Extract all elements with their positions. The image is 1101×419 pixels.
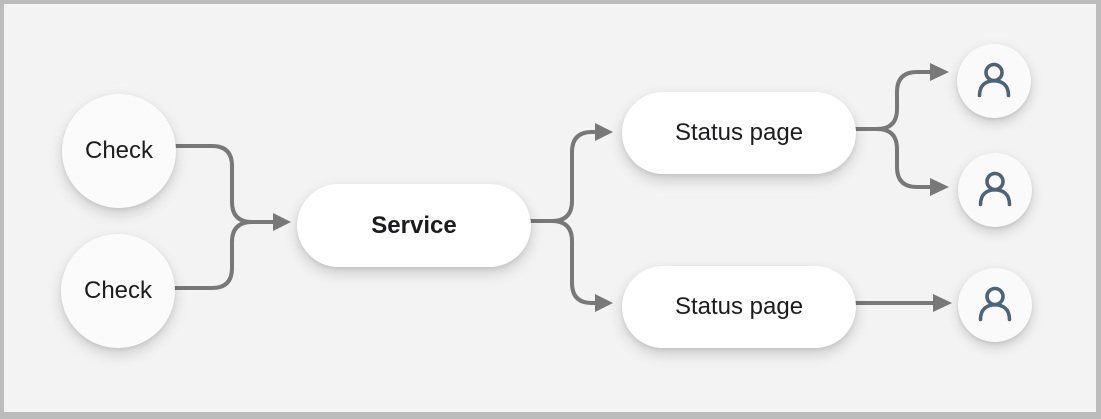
- node-status-page-2-label: Status page: [674, 293, 804, 320]
- arrowhead-into-user1: [930, 63, 949, 81]
- arrowhead-into-user2: [930, 178, 949, 196]
- node-check-2-label: Check: [83, 277, 153, 304]
- edge-service-to-status1: [525, 130, 597, 223]
- arrowhead-into-status1: [595, 123, 613, 141]
- node-user-1: [957, 44, 1031, 118]
- arrowhead-into-user3: [933, 294, 952, 312]
- node-service: Service: [297, 184, 531, 267]
- edge-status1-to-user1: [850, 70, 932, 131]
- arrowhead-into-service: [273, 213, 291, 231]
- node-check-1-label: Check: [84, 137, 154, 164]
- edge-check1-to-service: [170, 144, 275, 224]
- node-status-page-2: Status page: [622, 266, 856, 348]
- edge-check2-to-service: [169, 220, 275, 290]
- node-check-2: Check: [61, 234, 175, 348]
- user-icon: [978, 171, 1012, 207]
- user-icon: [977, 62, 1011, 98]
- node-check-1: Check: [62, 94, 176, 208]
- node-user-3: [958, 268, 1032, 342]
- user-icon: [978, 286, 1012, 322]
- node-status-page-1: Status page: [622, 92, 856, 174]
- arrowhead-into-status2: [595, 294, 613, 312]
- node-user-2: [958, 153, 1032, 227]
- edge-service-to-status2: [525, 219, 597, 305]
- edge-status1-to-user2: [850, 127, 932, 189]
- node-service-label: Service: [371, 211, 457, 239]
- node-status-page-1-label: Status page: [674, 119, 804, 146]
